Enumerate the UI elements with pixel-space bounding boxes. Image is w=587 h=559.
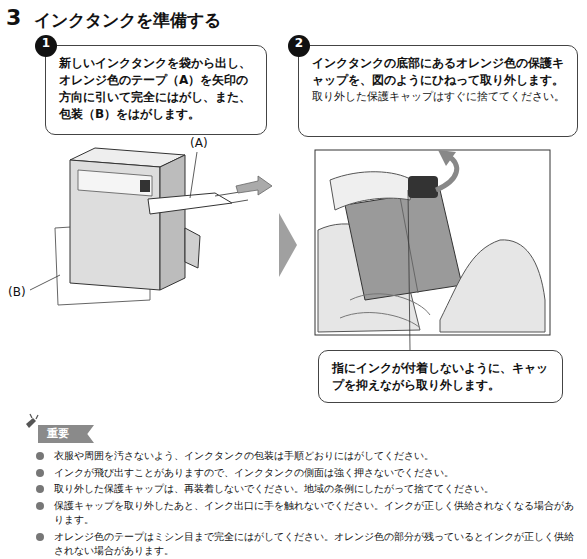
tape-line: [215, 192, 240, 196]
tank-mark: [140, 180, 150, 192]
part-label: (A): [190, 136, 208, 150]
node-text: 1: [35, 35, 57, 52]
important-tab: 重要: [38, 425, 94, 443]
instruction-box: インクタンクの底部にあるオレンジ色の保護キャップを、図のようにひねって取り外しま…: [298, 45, 578, 137]
leader-line: [30, 275, 60, 290]
node-subtext: 取り外した保護キャップはすぐに捨ててください。: [312, 89, 569, 104]
tank-latch: [185, 228, 200, 268]
leader-line: [408, 190, 410, 350]
node-text: 新しいインクタンクを袋から出し、オレンジ色のテープ（A）を矢印の方向に引いて完全…: [59, 55, 258, 123]
pen-shape: [26, 418, 36, 428]
pen-spark: [36, 415, 38, 419]
photo-panel: [315, 150, 550, 335]
part-label: (B): [8, 285, 26, 299]
finger-line: [340, 313, 420, 328]
note-item: 保護キャップを取り外したあと、インク出口に手を触れないでください。インクが正しく…: [30, 499, 580, 528]
page-title: インクタンクを準備する: [34, 9, 221, 32]
tape-line: [230, 200, 248, 203]
protective-cap: [408, 176, 438, 198]
hand: [440, 240, 545, 332]
twist-arrow-head: [438, 150, 456, 166]
step-number: 2: [288, 35, 310, 57]
node-text: インクタンクの底部にあるオレンジ色の保護キャップを、図のようにひねって取り外しま…: [312, 55, 569, 89]
notes-list: 衣服や周囲を汚さないよう、インクタンクの包装は手順どおりにはがしてください。イン…: [30, 449, 580, 559]
node-text: 指にインクが付着しないように、キャップを抑えながら取り外します。: [332, 360, 554, 394]
finger-line: [350, 294, 430, 315]
step-heading-number: 3: [6, 5, 21, 30]
tank-label: [78, 170, 152, 196]
pen-icon: [26, 414, 38, 428]
note-item: インクが飛び出すことがありますので、インクタンクの側面は強く押さないでください。: [30, 466, 580, 481]
photo-tank: [345, 190, 462, 300]
ink-tank-drawing: [30, 148, 272, 305]
step-number: 1: [35, 35, 57, 57]
pull-arrow: [236, 176, 272, 195]
step-chevron: [279, 213, 297, 277]
leader-line: [190, 152, 197, 198]
instruction-box: 新しいインクタンクを袋から出し、オレンジ色のテープ（A）を矢印の方向に引いて完全…: [45, 45, 267, 135]
note-item: オレンジ色のテープはミシン目まで完全にはがしてください。オレンジ色の部分が残って…: [30, 530, 580, 559]
note-box: 指にインクが付着しないように、キャップを抑えながら取り外します。: [318, 350, 563, 403]
finger: [330, 172, 412, 210]
tank-side: [160, 155, 185, 290]
note-item: 取り外した保護キャップは、再装着しないでください。地域の条例にしたがって捨ててく…: [30, 482, 580, 497]
photo-frame: [315, 150, 550, 335]
pen-spark: [30, 414, 32, 418]
node-text: 2: [288, 35, 310, 52]
note-item: 衣服や周囲を汚さないよう、インクタンクの包装は手順どおりにはがしてください。: [30, 449, 580, 464]
tank-front: [70, 160, 160, 290]
node-text: 重要: [47, 425, 94, 443]
